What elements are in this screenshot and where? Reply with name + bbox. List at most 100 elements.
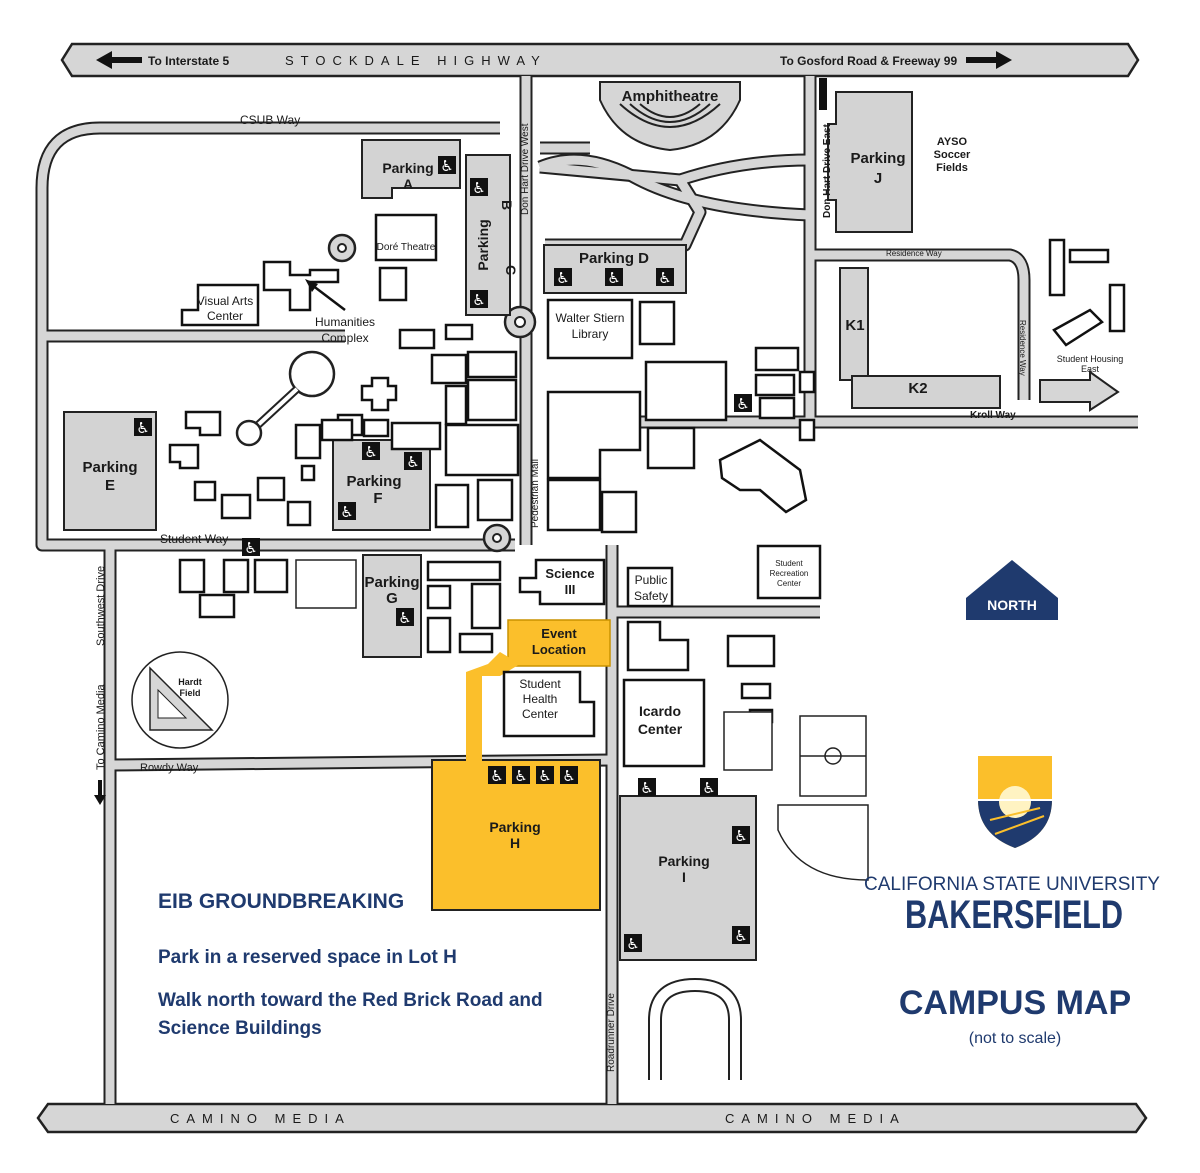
- svg-text:Parking: Parking: [475, 219, 491, 270]
- svg-text:Parking: Parking: [382, 160, 433, 176]
- csub-logo-icon: [978, 756, 1052, 848]
- lot-k1: [839, 267, 869, 381]
- accessible-icon: ♿: [560, 766, 578, 785]
- svg-text:Location: Location: [532, 642, 586, 657]
- svg-text:Parking: Parking: [489, 819, 540, 835]
- lot-g: [362, 554, 422, 658]
- dorm-3: [1108, 283, 1126, 333]
- internal-roads: [35, 76, 1138, 1104]
- svg-text:Parking: Parking: [658, 853, 709, 869]
- accessible-icon: ♿: [338, 502, 356, 521]
- accessible-icon: ♿: [554, 268, 572, 287]
- road-network: [35, 42, 1148, 1134]
- building-10: [362, 418, 390, 438]
- accessible-icon: ♿: [242, 538, 260, 557]
- svg-text:BAKERSFIELD: BAKERSFIELD: [905, 893, 1123, 937]
- cross-building: [360, 376, 398, 412]
- svg-text:Doré Theatre: Doré Theatre: [377, 242, 436, 253]
- science-iii: [518, 558, 606, 606]
- svg-text:Science Buildings: Science Buildings: [158, 1018, 322, 1039]
- building-33: [178, 558, 206, 594]
- svg-text:Recreation: Recreation: [770, 569, 809, 578]
- building-20: [434, 483, 470, 529]
- building-14: [168, 443, 200, 470]
- building-32: [798, 418, 816, 442]
- accessible-icon: ♿: [624, 934, 642, 953]
- west-destination: To Interstate 5: [148, 54, 229, 68]
- svg-text:Residence Way: Residence Way: [886, 249, 942, 258]
- svg-text:Walter Stiern: Walter Stiern: [556, 311, 625, 325]
- svg-text:Center: Center: [638, 721, 683, 737]
- svg-text:Event: Event: [541, 626, 577, 641]
- svg-text:Roadrunner Drive: Roadrunner Drive: [606, 993, 617, 1072]
- lot-a: [361, 139, 461, 199]
- svg-text:F: F: [373, 490, 382, 507]
- svg-text:K2: K2: [908, 380, 927, 397]
- accessible-icon: ♿: [438, 156, 456, 175]
- svg-text:♿: ♿: [406, 453, 419, 471]
- svg-text:AYSO: AYSO: [937, 136, 968, 148]
- softball-field: [777, 804, 869, 881]
- accessible-icon: ♿: [470, 178, 488, 197]
- building-37: [426, 560, 502, 582]
- building-21: [476, 478, 514, 522]
- west-arrow-icon: [96, 51, 142, 69]
- svg-text:Icardo: Icardo: [639, 703, 681, 719]
- svg-text:Student Way: Student Way: [160, 532, 228, 546]
- svg-text:C: C: [503, 265, 519, 275]
- svg-text:Southwest Drive: Southwest Drive: [95, 566, 107, 646]
- building-25: [546, 478, 602, 532]
- roundabouts: [327, 233, 537, 553]
- east-destination: To Gosford Road & Freeway 99: [780, 54, 957, 68]
- building-22: [638, 300, 676, 346]
- svg-text:♿: ♿: [626, 935, 639, 953]
- svg-text:♿: ♿: [490, 767, 503, 785]
- svg-text:Don Hart Drive East: Don Hart Drive East: [822, 123, 833, 218]
- svg-text:Pedestrian Mall: Pedestrian Mall: [530, 459, 541, 528]
- accessible-icon: ♿: [656, 268, 674, 287]
- svg-text:♿: ♿: [658, 269, 671, 287]
- student-recreation-center: [756, 544, 822, 600]
- svg-text:Humanities: Humanities: [315, 315, 375, 329]
- amphitheatre: Amphitheatre: [599, 81, 741, 152]
- university-wordmark: CALIFORNIA STATE UNIVERSITY BAKERSFIELD: [864, 874, 1160, 937]
- annex-1: [378, 266, 408, 302]
- event-location: Event Location: [466, 619, 611, 765]
- svg-text:CALIFORNIA STATE UNIVERSITY: CALIFORNIA STATE UNIVERSITY: [864, 874, 1160, 895]
- svg-text:Park in a reserved space in Lo: Park in a reserved space in Lot H: [158, 947, 457, 968]
- svg-text:♿: ♿: [734, 827, 747, 845]
- north-compass: NORTH: [966, 560, 1058, 620]
- lot-k2: [851, 375, 1001, 409]
- building-40: [426, 616, 452, 654]
- svg-text:Hardt: Hardt: [178, 677, 202, 687]
- building-5: [444, 384, 468, 426]
- building-35: [253, 558, 289, 594]
- buildings: Amphitheatre: [131, 81, 1126, 881]
- svg-text:CSUB Way: CSUB Way: [240, 113, 300, 127]
- accessible-icon: ♿: [732, 826, 750, 845]
- svg-text:Rowdy Way: Rowdy Way: [140, 762, 199, 774]
- svg-text:Public: Public: [635, 573, 668, 587]
- svg-text:Parking: Parking: [82, 459, 137, 476]
- public-safety: [626, 566, 674, 608]
- svg-text:Library: Library: [572, 327, 609, 341]
- humanities-complex: [262, 260, 340, 312]
- building-6: [466, 378, 518, 422]
- housing-entry-arrow: [1039, 370, 1120, 412]
- building-29: [754, 373, 796, 397]
- svg-text:♿: ♿: [364, 443, 377, 461]
- pond-end: [235, 419, 263, 447]
- south-arrow-icon: [94, 780, 106, 805]
- accessible-icon: ♿: [700, 778, 718, 797]
- svg-text:Kroll Way: Kroll Way: [970, 410, 1016, 421]
- building-36: [198, 593, 236, 619]
- accessible-icon: ♿: [470, 290, 488, 309]
- accessible-icon: ♿: [404, 452, 422, 471]
- hardt-field: Hardt Field: [131, 651, 229, 749]
- svg-text:III: III: [565, 582, 576, 597]
- accessible-icon: ♿: [536, 766, 554, 785]
- accessible-parking-icons: ♿ ♿ ♿ ♿ ♿ ♿ ♿ ♿ ♿ ♿ ♿ ♿ ♿ ♿ ♿ ♿ ♿ ♿ ♿ ♿ …: [134, 156, 752, 953]
- svg-text:♿: ♿: [244, 539, 257, 557]
- dorm-2: [1068, 248, 1110, 264]
